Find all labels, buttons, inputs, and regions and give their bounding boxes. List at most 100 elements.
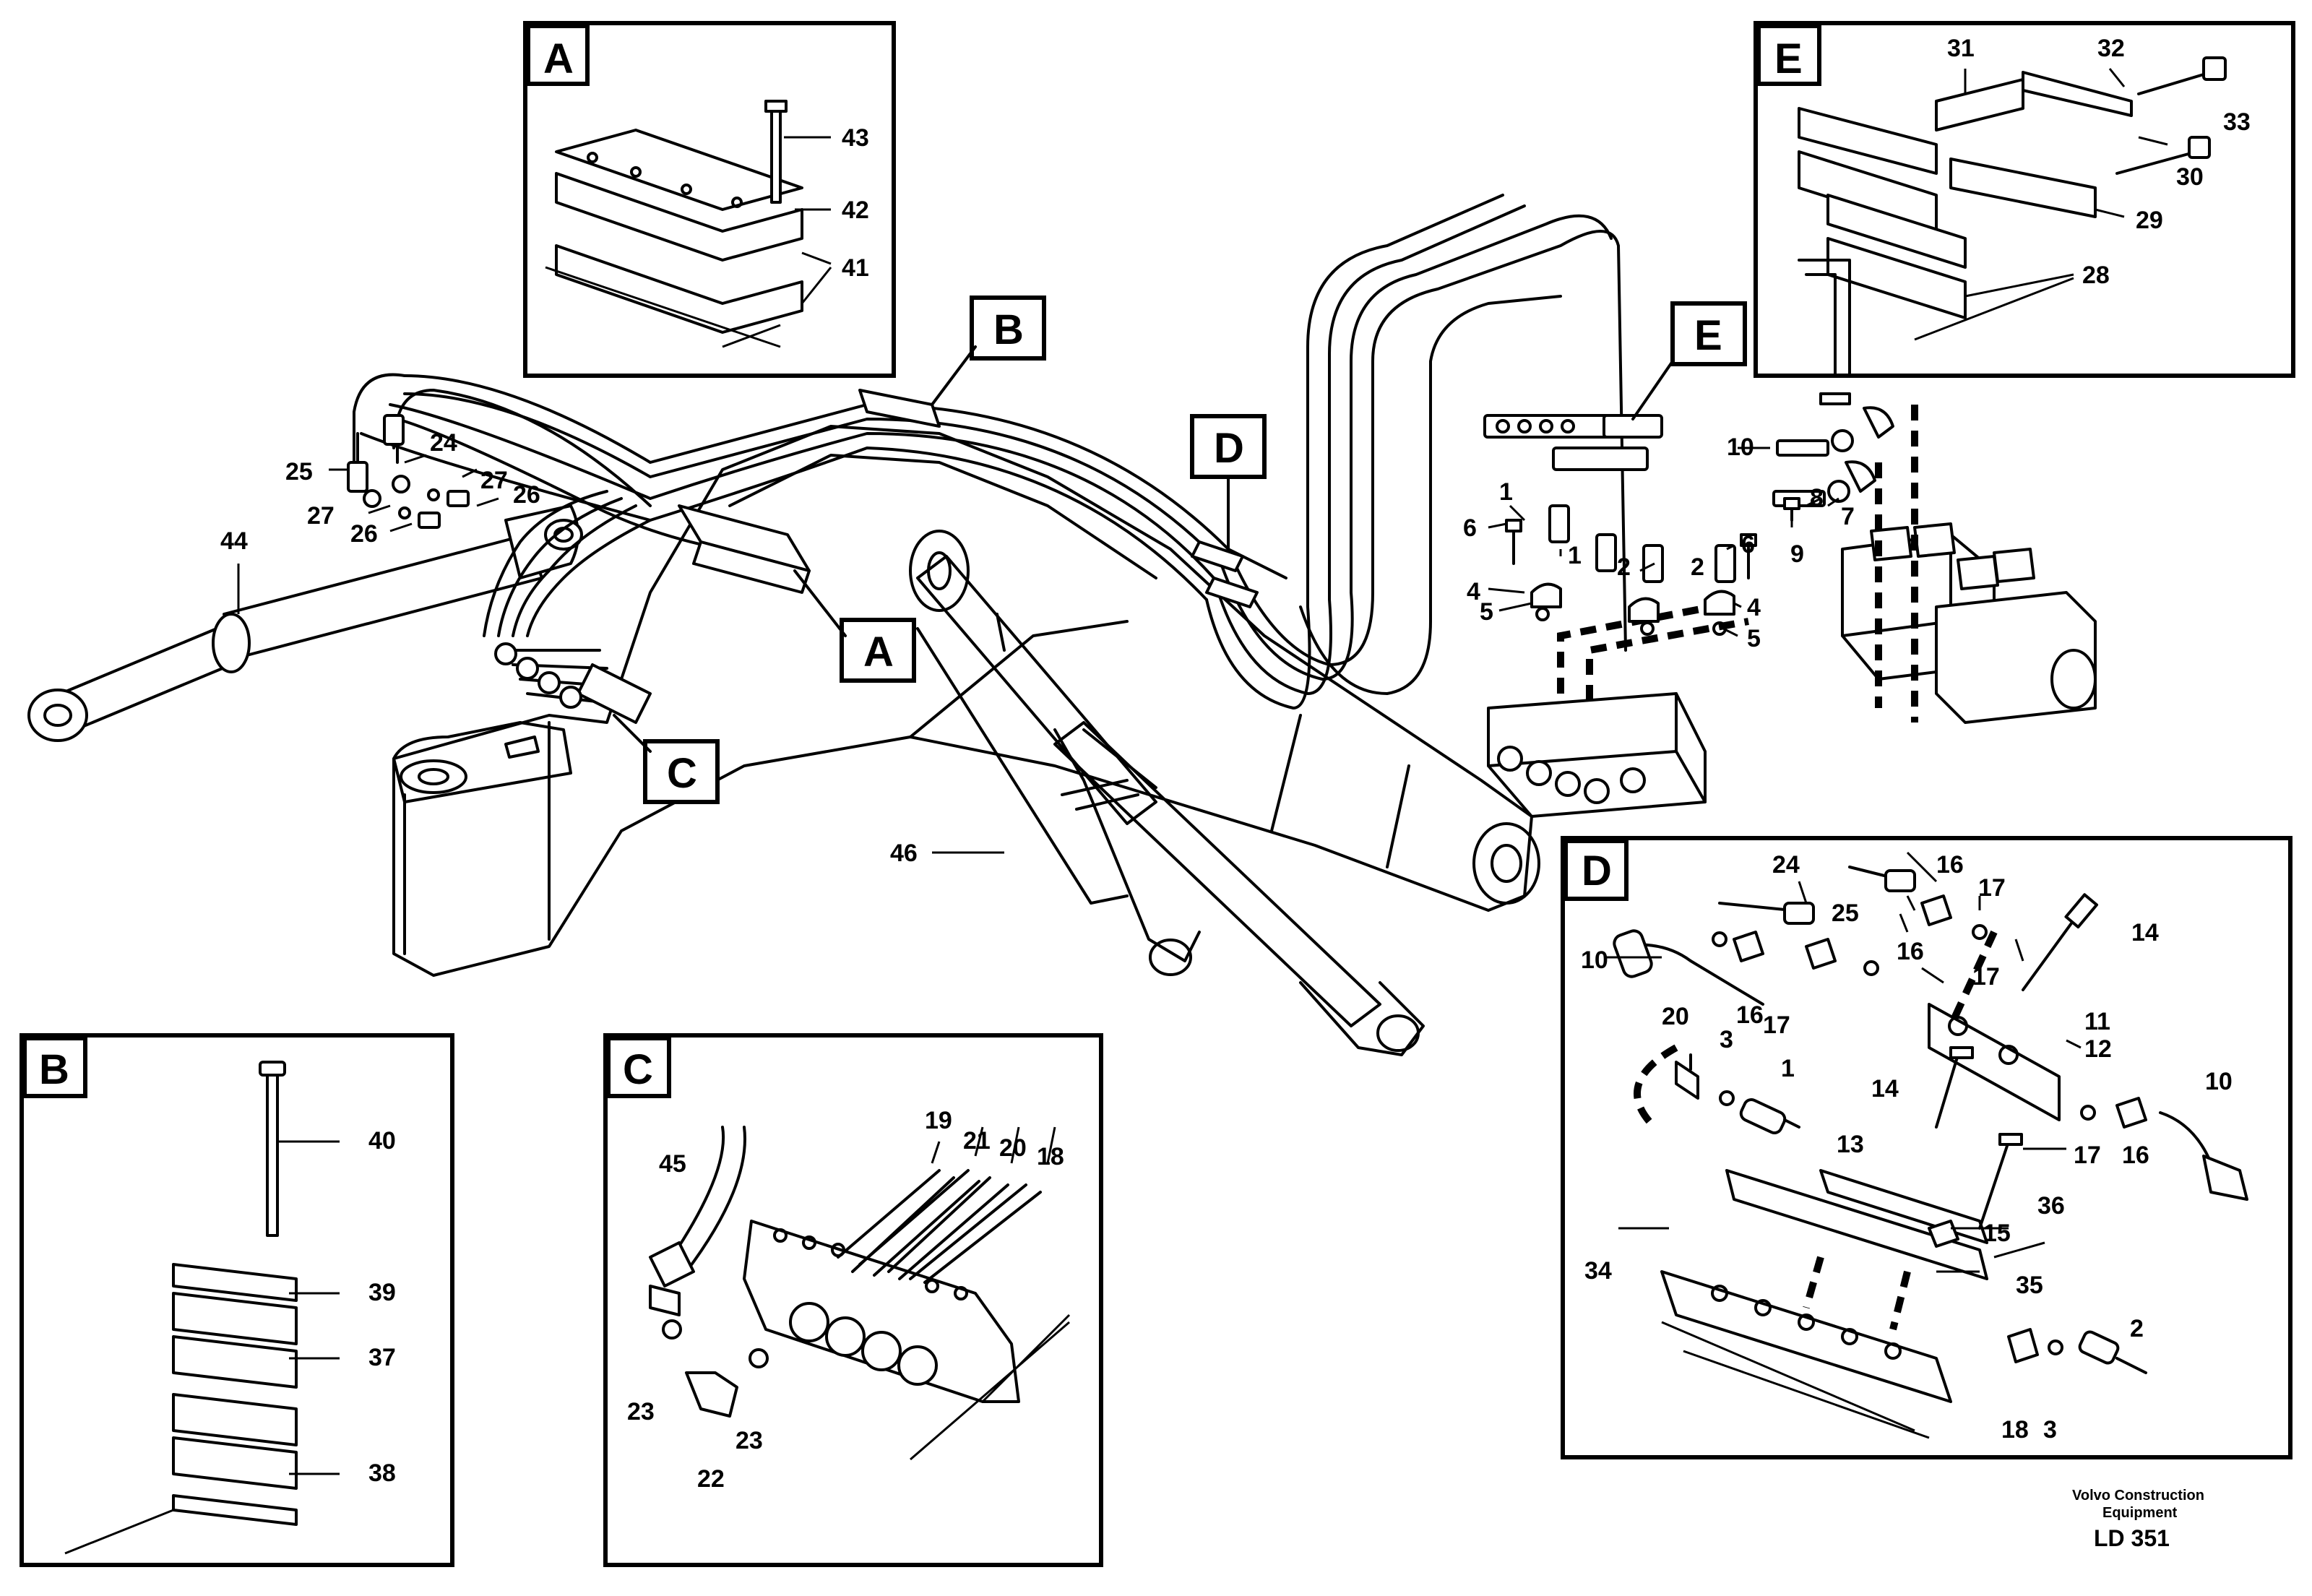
part-number: 46 [890, 840, 918, 867]
part-number: 25 [285, 458, 313, 486]
part-number: 4 [1467, 578, 1480, 605]
part-number: 41 [842, 254, 869, 282]
part-number: 26 [513, 481, 540, 509]
part-number: 17 [2074, 1142, 2101, 1169]
letter-C-inset: C [623, 1046, 653, 1093]
part-number: 33 [2223, 108, 2251, 136]
part-number: 18 [1037, 1143, 1064, 1170]
footer-drawing-code: LD 351 [2094, 1525, 2170, 1551]
inset-A-labels: 43 42 41 [842, 124, 869, 282]
part-number: 12 [2084, 1035, 2112, 1063]
part-number: 17 [1972, 963, 2000, 991]
cylinder-fittings [347, 414, 470, 529]
detail-inset-B [20, 1033, 454, 1567]
part-number: 3 [2043, 1416, 2057, 1444]
part-number: 2 [1617, 553, 1631, 581]
part-number: 2 [2130, 1315, 2144, 1342]
letter-A-main: A [863, 629, 894, 676]
footer-company-line1: Volvo Construction [2072, 1488, 2204, 1504]
part-number: 39 [368, 1279, 396, 1306]
part-number: 10 [1727, 433, 1754, 461]
boom-cylinder [909, 530, 1425, 1056]
hose-bundle [353, 194, 1627, 724]
part-number: 24 [430, 429, 457, 457]
letter-D-main: D [1214, 425, 1244, 472]
detail-inset-E [1754, 21, 2295, 378]
part-number: 3 [1720, 1026, 1733, 1053]
part-number: 1 [1568, 542, 1582, 569]
letter-E-main: E [1694, 312, 1722, 359]
valve-fittings [1483, 392, 1894, 636]
inset-C-labels: 19 21 20 18 45 23 23 22 [627, 1107, 1064, 1493]
part-number: 27 [307, 502, 335, 530]
part-number: 43 [842, 124, 869, 152]
part-number: 6 [1463, 514, 1477, 542]
part-number: 34 [1584, 1257, 1612, 1285]
part-number: 18 [2001, 1416, 2029, 1444]
part-number: 9 [1790, 540, 1804, 568]
part-number: 42 [842, 197, 869, 224]
main-labels: 24 25 27 26 27 26 44 46 1 6 1 2 2 6 4 5 … [220, 429, 1855, 867]
part-number: 19 [925, 1107, 952, 1134]
part-number: 45 [659, 1150, 686, 1178]
part-number: 6 [1741, 531, 1755, 558]
part-number: 20 [1662, 1003, 1689, 1030]
part-number: 26 [350, 520, 378, 548]
dipper-cylinder [27, 504, 583, 742]
letter-E-inset: E [1774, 35, 1803, 82]
part-number: 37 [368, 1344, 396, 1371]
part-number: 20 [999, 1134, 1027, 1162]
part-number: 13 [1837, 1131, 1864, 1158]
part-number: 5 [1480, 598, 1493, 626]
part-number: 16 [1936, 851, 1964, 879]
part-number: 23 [736, 1427, 763, 1454]
part-number: 7 [1841, 503, 1855, 530]
main-leader-lines [237, 447, 1839, 854]
part-number: 17 [1763, 1011, 1790, 1039]
valve-unit [1841, 405, 2097, 724]
part-number: 25 [1832, 900, 1859, 927]
part-number: 5 [1747, 625, 1761, 652]
part-number: 21 [963, 1127, 991, 1155]
main-letter-callouts [613, 296, 1747, 804]
footer-company-line2: Equipment [2102, 1505, 2178, 1521]
part-number: 16 [1897, 938, 1924, 965]
part-number: 1 [1499, 478, 1513, 506]
part-number: 17 [1978, 874, 2006, 902]
detail-inset-D [1561, 836, 2292, 1459]
part-number: 1 [1781, 1055, 1795, 1082]
part-number: 10 [2205, 1068, 2233, 1095]
part-number: 30 [2176, 163, 2204, 191]
part-number: 38 [368, 1459, 396, 1487]
part-number: 23 [627, 1398, 655, 1425]
detail-inset-C [603, 1033, 1103, 1567]
part-number: 4 [1747, 594, 1761, 621]
detail-letters: A E D B C B D E A C [39, 35, 1803, 1093]
part-number: 40 [368, 1127, 396, 1155]
part-number: 8 [1810, 484, 1824, 512]
inset-D-labels: 24 16 25 17 10 16 17 16 17 14 11 12 20 3… [1581, 851, 2233, 1444]
part-number: 16 [1736, 1001, 1764, 1029]
part-number: 11 [2084, 1008, 2110, 1035]
part-number: 22 [697, 1465, 725, 1493]
part-number: 16 [2122, 1142, 2149, 1169]
part-number: 44 [220, 527, 248, 555]
part-number: 32 [2097, 35, 2125, 62]
letter-C-main: C [667, 750, 697, 797]
part-number: 31 [1947, 35, 1975, 62]
part-number: 14 [2131, 919, 2159, 946]
part-number: 29 [2136, 207, 2163, 234]
letter-A-inset: A [543, 35, 574, 82]
part-number: 27 [480, 467, 508, 494]
part-number: 35 [2016, 1272, 2043, 1299]
inset-E-labels: 31 32 33 30 29 28 [1947, 35, 2251, 289]
part-number: 28 [2082, 262, 2110, 289]
part-number: 24 [1772, 851, 1800, 879]
detail-inset-A [523, 21, 896, 378]
part-number: 2 [1691, 553, 1704, 581]
part-number: 14 [1871, 1075, 1899, 1103]
footer: Volvo Construction Equipment LD 351 [2072, 1488, 2204, 1551]
inset-B-labels: 40 39 37 38 [368, 1127, 396, 1487]
letter-B-main: B [993, 306, 1024, 353]
